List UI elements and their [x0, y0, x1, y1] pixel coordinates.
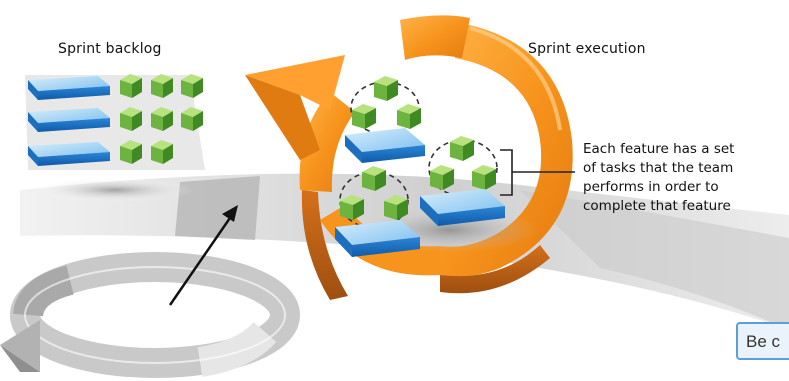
cutoff-callout-text: Be c: [746, 332, 781, 351]
backlog-task-cube: [120, 107, 142, 131]
backlog-feature-bar: [28, 108, 110, 132]
backlog-task-cube: [151, 107, 173, 131]
task-cube: [397, 104, 421, 129]
annotation-bracket: [500, 149, 575, 196]
sprint-execution-label: Sprint execution: [528, 41, 646, 57]
backlog-task-cube: [151, 74, 173, 98]
annotation-text: Each feature has a set of tasks that the…: [583, 141, 734, 214]
task-cube: [352, 104, 376, 129]
feature-platform: [335, 220, 420, 257]
orange-cycle-arrow: [245, 15, 573, 300]
backlog-feature-bar: [28, 142, 110, 166]
task-cube: [384, 195, 408, 220]
pointer-arrow: [168, 205, 238, 306]
cutoff-callout-box: Be c: [736, 322, 789, 360]
task-cube: [430, 165, 454, 190]
feature-platform: [420, 189, 505, 226]
task-cube: [472, 165, 496, 190]
annotation-line: performs in order to: [583, 179, 719, 195]
sprint-backlog-grid: [25, 74, 205, 170]
backlog-task-cube: [120, 140, 142, 164]
backlog-task-cube: [120, 74, 142, 98]
feature-cluster: [345, 76, 425, 163]
annotation-line: complete that feature: [583, 198, 731, 214]
gray-cycle-arrow: [0, 252, 300, 378]
annotation-line: Each feature has a set: [583, 141, 734, 157]
feature-cluster: [420, 136, 505, 226]
task-cube: [340, 195, 364, 220]
backlog-shadow: [35, 178, 195, 202]
task-cube: [362, 166, 386, 191]
gray-floor-band: [20, 173, 789, 330]
feature-cluster: [335, 166, 420, 257]
sprint-backlog-label: Sprint backlog: [58, 41, 162, 57]
task-cube: [450, 136, 474, 161]
task-cube: [374, 76, 398, 101]
backlog-feature-bar: [28, 76, 110, 100]
backlog-task-cube: [181, 74, 203, 98]
annotation-line: of tasks that the team: [583, 160, 733, 176]
backlog-task-cube: [151, 140, 173, 164]
backlog-task-cube: [181, 107, 203, 131]
feature-platform: [345, 128, 425, 163]
